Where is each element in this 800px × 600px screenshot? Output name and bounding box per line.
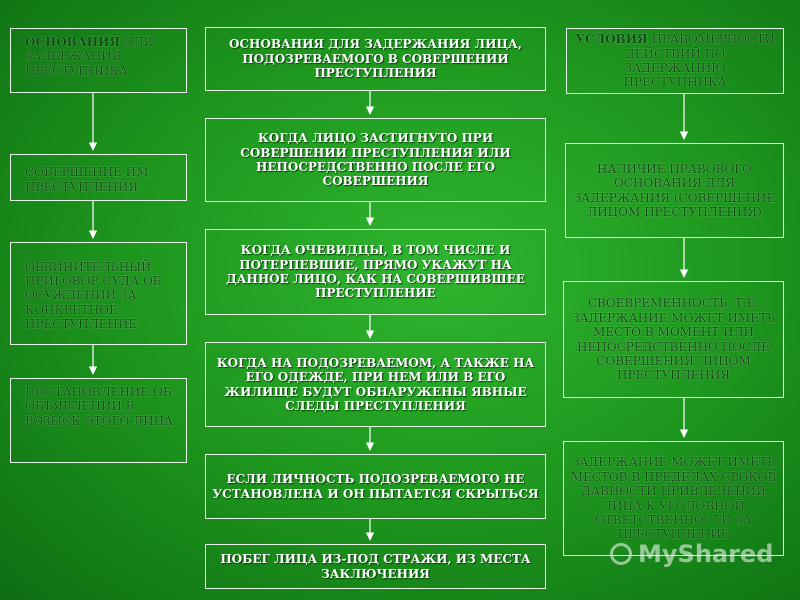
center-box-traces: Когда на подозреваемом, а также на его о… <box>205 342 546 427</box>
right-header-lead: Условия <box>575 32 648 47</box>
right-box-limitation-text: Задержание может иметь местов в пределах… <box>570 455 777 542</box>
right-box-legal-basis-text: Наличие правового основания для задержан… <box>573 161 776 219</box>
right-box-limitation: Задержание может иметь местов в пределах… <box>563 441 784 556</box>
center-box-traces-text: Когда на подозреваемом, а также на его о… <box>216 355 535 413</box>
left-box-verdict-text: Обвинительный приговор суда об осуждении… <box>25 259 162 332</box>
center-box-escape: Побег лица из-под стражи, из места заклю… <box>205 544 546 589</box>
center-box-caught: Когда лицо застигнуто при совершении пре… <box>205 118 546 202</box>
watermark-text: MyShared <box>638 540 774 568</box>
right-box-timeliness-text: Своевременность, т.е. задержание может и… <box>571 296 775 383</box>
left-box-offense: Совершение им преступления <box>10 154 187 201</box>
right-header-box: Условия правомерности действий по задерж… <box>566 28 784 94</box>
left-box-wanted: Постановление об объявлении в розыск это… <box>10 378 187 463</box>
center-box-caught-text: Когда лицо застигнуто при совершении пре… <box>240 131 511 189</box>
left-header-lead: Основания <box>25 35 120 49</box>
center-box-unidentified: Если личность подозреваемого не установл… <box>205 454 546 519</box>
center-box-unidentified-text: Если личность подозреваемого не установл… <box>212 472 539 501</box>
center-box-witnesses-text: Когда очевидцы, в том числе и потерпевши… <box>226 243 525 301</box>
right-box-timeliness: Своевременность, т.е. задержание может и… <box>563 281 784 398</box>
left-header-rest: для задержания преступника <box>25 35 154 78</box>
left-header-box: Основания для задержания преступника <box>10 28 187 93</box>
right-box-legal-basis: Наличие правового основания для задержан… <box>565 143 784 238</box>
center-box-witnesses: Когда очевидцы, в том числе и потерпевши… <box>205 229 546 315</box>
center-box-escape-text: Побег лица из-под стражи, из места заклю… <box>220 552 531 581</box>
right-header-rest: правомерности действий по задержанию пре… <box>623 32 775 90</box>
watermark-logo: MyShared <box>610 540 773 568</box>
left-box-verdict: Обвинительный приговор суда об осуждении… <box>10 242 187 345</box>
left-box-wanted-text: Постановление об объявлении в розыск это… <box>25 385 174 428</box>
left-box-offense-text: Совершение им преступления <box>25 165 149 194</box>
center-header-text: Основания для задержания лица, подозрева… <box>229 37 522 81</box>
watermark-icon <box>610 543 632 565</box>
center-header-box: Основания для задержания лица, подозрева… <box>205 27 546 91</box>
